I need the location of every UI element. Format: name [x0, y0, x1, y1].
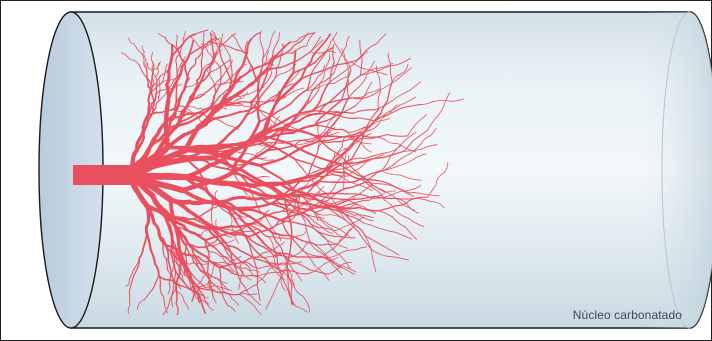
- wormhole-branch: [166, 124, 168, 148]
- core-right-shade: [640, 12, 712, 328]
- wormhole-branch: [166, 110, 176, 111]
- wormhole-branch: [195, 247, 205, 248]
- wormhole-branch: [189, 158, 213, 159]
- wormhole-branch: [176, 217, 187, 218]
- wormhole-branch: [177, 64, 178, 73]
- wormhole-branch: [266, 130, 291, 131]
- wormhole-branch: [334, 136, 354, 137]
- wormhole-branch: [303, 257, 323, 258]
- wormhole-branch: [232, 232, 242, 233]
- wormhole-branch: [218, 230, 219, 236]
- wormhole-branch: [336, 193, 356, 194]
- wormhole-branch: [189, 202, 205, 203]
- wormhole-branch: [146, 69, 147, 78]
- wormhole-branch: [205, 145, 234, 147]
- core-label: Núcleo carbonatado: [573, 308, 682, 322]
- wormhole-branch: [262, 197, 273, 198]
- wormhole-branch: [166, 101, 168, 124]
- wormhole-branch: [245, 198, 262, 200]
- wormhole-branch: [186, 219, 194, 220]
- wormhole-branch: [258, 83, 259, 101]
- injection-channel: [73, 165, 133, 185]
- wormhole-branch: [231, 208, 249, 209]
- wormhole-branch: [205, 201, 225, 202]
